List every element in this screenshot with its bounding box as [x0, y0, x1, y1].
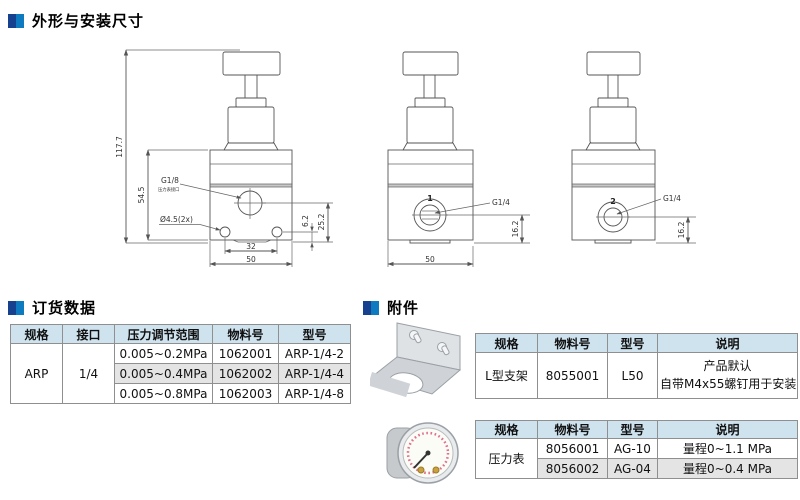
spec-cell: ARP: [10, 343, 63, 404]
ordering-table: 规格 接口 压力调节范围 物料号 型号 ARP 1/4 0.005~0.2MPa…: [10, 324, 351, 404]
part-no-cell: 1062003: [212, 383, 279, 404]
col-desc: 说明: [657, 333, 798, 353]
col-spec: 规格: [10, 324, 63, 344]
part-no-cell: 1062001: [212, 343, 279, 364]
section-title-text: 订货数据: [32, 299, 97, 317]
dimension-drawings: 117.7 54.5 G1/8 压力表接口 Ø4.5(2x) 6.2 25.2: [115, 49, 696, 267]
table-row: 0.005~0.4MPa 1062002 ARP-1/4-4: [11, 363, 351, 384]
bracket-header-row: 规格 物料号 型号 说明: [475, 333, 798, 353]
col-port: 接口: [62, 324, 115, 344]
bracket-table: 规格 物料号 型号 说明 L型支架 8055001 L50 产品默认 自带M4x…: [475, 333, 798, 399]
port1-thread-label: G1/4: [492, 198, 510, 207]
ordering-header-row: 规格 接口 压力调节范围 物料号 型号: [10, 324, 351, 344]
model-cell: ARP-1/4-4: [278, 363, 351, 384]
section-dimensions-title: 外形与安装尺寸: [8, 10, 144, 31]
dim-port2-height: 16.2: [677, 221, 686, 238]
desc-line: 自带M4x55螺钉用于安装: [660, 376, 797, 391]
col-part-no: 物料号: [537, 333, 608, 353]
port1-number: 1: [427, 194, 433, 203]
table-row: ARP 1/4 0.005~0.2MPa 1062001 ARP-1/4-2: [10, 343, 351, 404]
section-ordering-title: 订货数据: [8, 297, 96, 318]
col-part-no: 物料号: [537, 420, 608, 439]
dim-side1-width: 50: [425, 255, 435, 264]
dim-hole-spacing: 32: [246, 242, 256, 251]
range-cell: 0.005~0.2MPa: [114, 343, 213, 364]
gauge-header-row: 规格 物料号 型号 说明: [475, 420, 798, 439]
part-no-cell: 8056002: [537, 458, 608, 479]
gauge-port-note: 压力表接口: [158, 186, 179, 193]
side-view-1-drawing: 1 G1/4 16.2 50: [387, 51, 530, 267]
dim-hole-offset: 6.2: [301, 215, 310, 227]
dim-body-width: 50: [246, 255, 256, 264]
section-title-text: 附件: [387, 299, 420, 317]
model-cell: L50: [607, 352, 658, 399]
col-range: 压力调节范围: [114, 324, 213, 344]
desc-cell: 量程0~0.4 MPa: [657, 458, 798, 479]
model-cell: ARP-1/4-2: [278, 343, 351, 364]
port2-thread-label: G1/4: [663, 194, 681, 203]
model-cell: ARP-1/4-8: [278, 383, 351, 404]
section-accessories-title: 附件: [363, 297, 419, 318]
mount-holes-label: Ø4.5(2x): [160, 215, 193, 224]
section-marker-icon: [8, 300, 24, 315]
section-marker-icon: [363, 300, 379, 315]
front-view-drawing: 117.7 54.5 G1/8 压力表接口 Ø4.5(2x) 6.2 25.2: [115, 49, 333, 267]
col-desc: 说明: [657, 420, 798, 439]
range-cell: 0.005~0.8MPa: [114, 383, 213, 404]
range-cell: 0.005~0.4MPa: [114, 363, 213, 384]
side-view-2-drawing: 2 G1/4 16.2: [571, 51, 696, 244]
col-spec: 规格: [475, 333, 538, 353]
gauge-table: 规格 物料号 型号 说明 压力表 8056001 AG-10 量程0~1.1 M…: [475, 420, 798, 479]
col-part-no: 物料号: [212, 324, 279, 344]
section-marker-icon: [8, 13, 24, 28]
col-model: 型号: [278, 324, 351, 344]
table-row: 8056002 AG-04 量程0~0.4 MPa: [476, 458, 798, 479]
l-bracket-image: [370, 322, 462, 398]
col-spec: 规格: [475, 420, 538, 439]
col-model: 型号: [607, 420, 658, 439]
model-cell: AG-10: [607, 438, 658, 459]
model-cell: AG-04: [607, 458, 658, 479]
desc-line: 产品默认: [703, 359, 752, 374]
table-row: L型支架 8055001 L50 产品默认 自带M4x55螺钉用于安装: [475, 352, 798, 399]
dim-port1-height: 16.2: [511, 220, 520, 237]
dim-overall-height: 117.7: [115, 136, 124, 158]
desc-cell: 产品默认 自带M4x55螺钉用于安装: [657, 352, 798, 399]
part-no-cell: 1062002: [212, 363, 279, 384]
pressure-gauge-image: [386, 422, 459, 484]
spec-cell: 压力表: [475, 438, 538, 479]
section-title-text: 外形与安装尺寸: [32, 12, 145, 30]
col-model: 型号: [607, 333, 658, 353]
desc-cell: 量程0~1.1 MPa: [657, 438, 798, 459]
dim-port-offset: 25.2: [317, 213, 326, 230]
spec-cell: L型支架: [475, 352, 538, 399]
part-no-cell: 8056001: [537, 438, 608, 459]
part-no-cell: 8055001: [537, 352, 608, 399]
table-row: 压力表 8056001 AG-10 量程0~1.1 MPa: [475, 438, 798, 479]
port2-number: 2: [610, 197, 616, 206]
table-row: 0.005~0.8MPa 1062003 ARP-1/4-8: [11, 383, 351, 404]
port-cell: 1/4: [62, 343, 115, 404]
gauge-port-label: G1/8: [161, 176, 179, 185]
dim-body-height: 54.5: [137, 186, 146, 203]
